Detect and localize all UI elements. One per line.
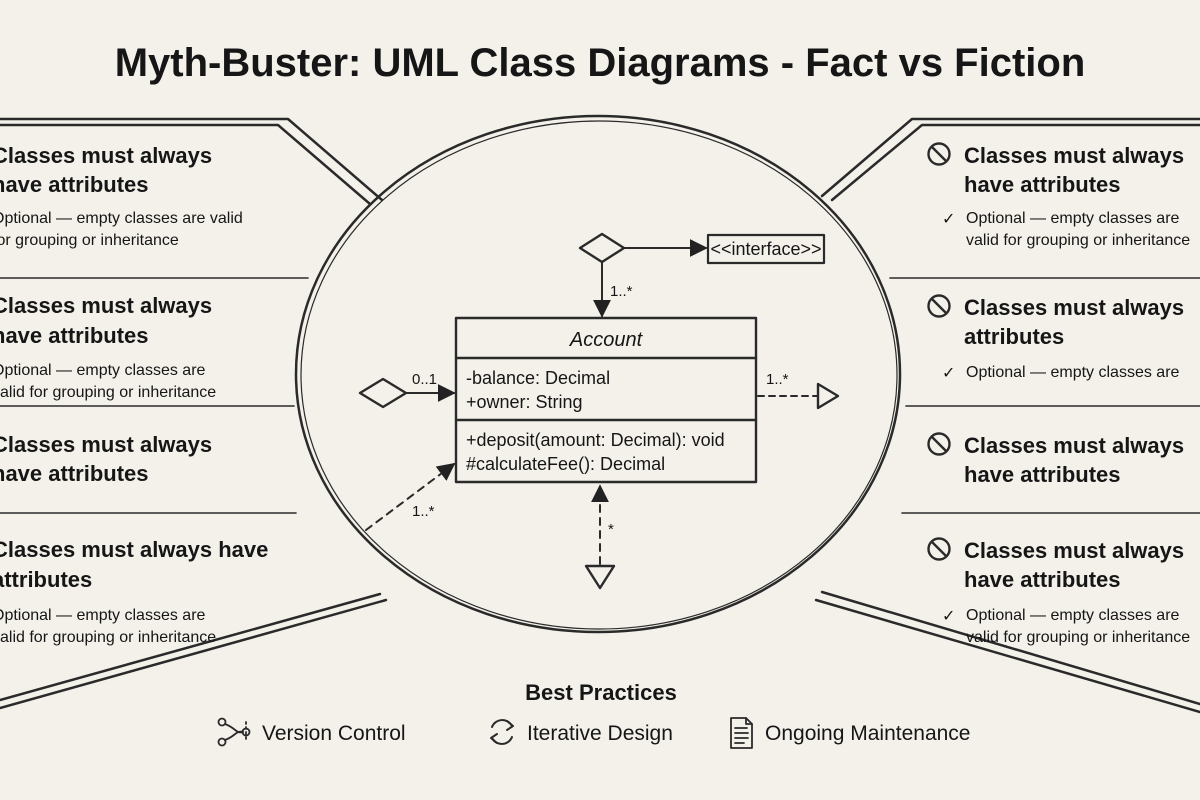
no-entry-icon <box>927 537 951 561</box>
fact-text: Optional — empty classes are <box>966 210 1180 227</box>
best-practices-title: Best Practices <box>525 680 677 705</box>
aggregation-diamond-left <box>358 377 408 409</box>
myth-heading: have attributes <box>964 172 1121 197</box>
myth-heading: have attributes <box>0 461 149 486</box>
myth-heading: have attributes <box>964 567 1121 592</box>
best-practice-ongoing-maintenance: Ongoing Maintenance <box>730 717 970 749</box>
fact-text: Optional — empty classes are <box>0 607 206 624</box>
page-title: Myth-Buster: UML Class Diagrams - Fact v… <box>115 41 1086 85</box>
best-practice-label: Version Control <box>262 722 406 745</box>
realization-triangle-right <box>816 382 840 410</box>
fact-text: for grouping or inheritance <box>0 232 179 249</box>
myth-heading: have attributes <box>0 323 149 348</box>
uml-class-diagram: <<interface>> 1..* Account -balance: Dec… <box>358 232 840 590</box>
myth-heading: Classes must always <box>0 143 212 168</box>
class-method: +deposit(amount: Decimal): void <box>466 430 725 450</box>
check-mark-icon: ✓ <box>942 365 955 382</box>
class-attribute: +owner: String <box>466 392 583 412</box>
multiplicity-right: 1..* <box>766 371 789 388</box>
multiplicity-left: 0..1 <box>412 371 437 388</box>
best-practice-version-control: Version Control <box>217 717 406 747</box>
myth-heading: Classes must always <box>0 432 212 457</box>
check-mark-icon: ✓ <box>942 608 955 625</box>
multiplicity-top: 1..* <box>610 283 633 300</box>
myth-card-right-2: Classes must always attributes ✓ Optiona… <box>927 294 1184 382</box>
right-panel-frame <box>814 117 1200 714</box>
myth-heading: Classes must always <box>964 143 1184 168</box>
document-icon <box>730 717 753 749</box>
myth-heading: attributes <box>0 567 92 592</box>
myth-card-right-1: Classes must always have attributes ✓ Op… <box>927 142 1190 249</box>
multiplicity-bottom-left: 1..* <box>412 503 435 520</box>
no-entry-icon <box>927 142 951 166</box>
myth-card-left-4: Classes must always have attributes Opti… <box>0 537 268 646</box>
myth-card-right-3: Classes must always have attributes <box>927 432 1184 487</box>
fact-text: valid for grouping or inheritance <box>0 629 216 646</box>
fact-text: Optional — empty classes are <box>966 364 1180 381</box>
myth-card-left-1: Classes must always have attributes Opti… <box>0 143 243 249</box>
left-panel-frame <box>0 117 388 710</box>
myth-card-left-2: Classes must always have attributes Opti… <box>0 293 216 401</box>
interface-label: <<interface>> <box>710 239 821 259</box>
fact-text: valid for grouping or inheritance <box>0 384 216 401</box>
check-mark-icon: ✓ <box>942 211 955 228</box>
fact-text: Optional — empty classes are <box>966 607 1180 624</box>
best-practice-iterative-design: Iterative Design <box>490 719 673 745</box>
class-name: Account <box>569 329 644 351</box>
right-myth-list: Classes must always have attributes ✓ Op… <box>927 142 1190 646</box>
myth-heading: Classes must always have <box>0 537 268 562</box>
myth-heading: Classes must always <box>964 433 1184 458</box>
best-practice-label: Iterative Design <box>527 722 673 745</box>
central-ellipse <box>294 114 902 634</box>
class-method: #calculateFee(): Decimal <box>466 454 665 474</box>
fact-text: Optional — empty classes are valid <box>0 210 243 227</box>
interface-box <box>706 233 826 265</box>
myth-card-left-3: Classes must always have attributes <box>0 432 212 486</box>
best-practice-label: Ongoing Maintenance <box>765 722 970 745</box>
branch-icon <box>217 717 251 747</box>
no-entry-icon <box>927 294 951 318</box>
no-entry-icon <box>927 432 951 456</box>
myth-card-right-4: Classes must always have attributes ✓ Op… <box>927 537 1190 646</box>
myth-heading: have attributes <box>964 462 1121 487</box>
fact-text: valid for grouping or inheritance <box>966 232 1190 249</box>
class-attribute: -balance: Decimal <box>466 368 610 388</box>
bottom-left-dependency-line <box>365 462 456 531</box>
fact-text: valid for grouping or inheritance <box>966 629 1190 646</box>
left-myth-list: Classes must always have attributes Opti… <box>0 143 268 646</box>
myth-heading: have attributes <box>0 172 149 197</box>
best-practices-section: Best Practices Version Control Iterative… <box>217 680 970 749</box>
cycle-icon <box>490 719 514 745</box>
myth-heading: Classes must always <box>0 293 212 318</box>
myth-heading: Classes must always <box>964 538 1184 563</box>
account-class-box <box>454 316 758 484</box>
multiplicity-bottom: * <box>608 521 614 538</box>
myth-heading: attributes <box>964 324 1064 349</box>
realization-triangle-bottom <box>584 564 616 590</box>
myth-heading: Classes must always <box>964 295 1184 320</box>
fact-text: Optional — empty classes are <box>0 362 206 379</box>
aggregation-diamond-top <box>578 232 626 264</box>
